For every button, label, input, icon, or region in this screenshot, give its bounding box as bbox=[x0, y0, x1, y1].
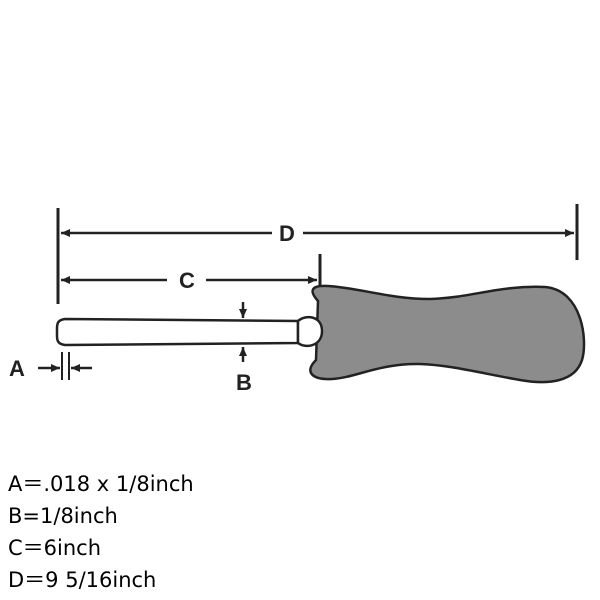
spec-b: B=1/8inch bbox=[8, 504, 118, 528]
spec-a: A＝.018 x 1/8inch bbox=[8, 472, 194, 496]
dimension-c-label: C bbox=[179, 268, 195, 293]
specification-list: A＝.018 x 1/8inch B=1/8inch C＝6inch D＝9 5… bbox=[8, 468, 194, 596]
screwdriver-shaft bbox=[55, 317, 300, 347]
screwdriver-ferrule-socket bbox=[296, 315, 324, 348]
screwdriver-handle bbox=[309, 284, 586, 384]
dimension-b: B bbox=[236, 302, 252, 395]
dimension-d: D bbox=[56, 204, 579, 304]
screwdriver bbox=[55, 284, 586, 384]
dimension-c: C bbox=[61, 254, 322, 296]
dimension-d-label: D bbox=[279, 221, 295, 246]
spec-c: C＝6inch bbox=[8, 536, 102, 560]
screwdriver-dimension-diagram: D C B A bbox=[9, 204, 586, 395]
dimension-a: A bbox=[9, 352, 92, 381]
dimension-a-label: A bbox=[9, 356, 25, 381]
spec-d: D＝9 5/16inch bbox=[8, 568, 157, 592]
dimension-b-label: B bbox=[236, 370, 252, 395]
